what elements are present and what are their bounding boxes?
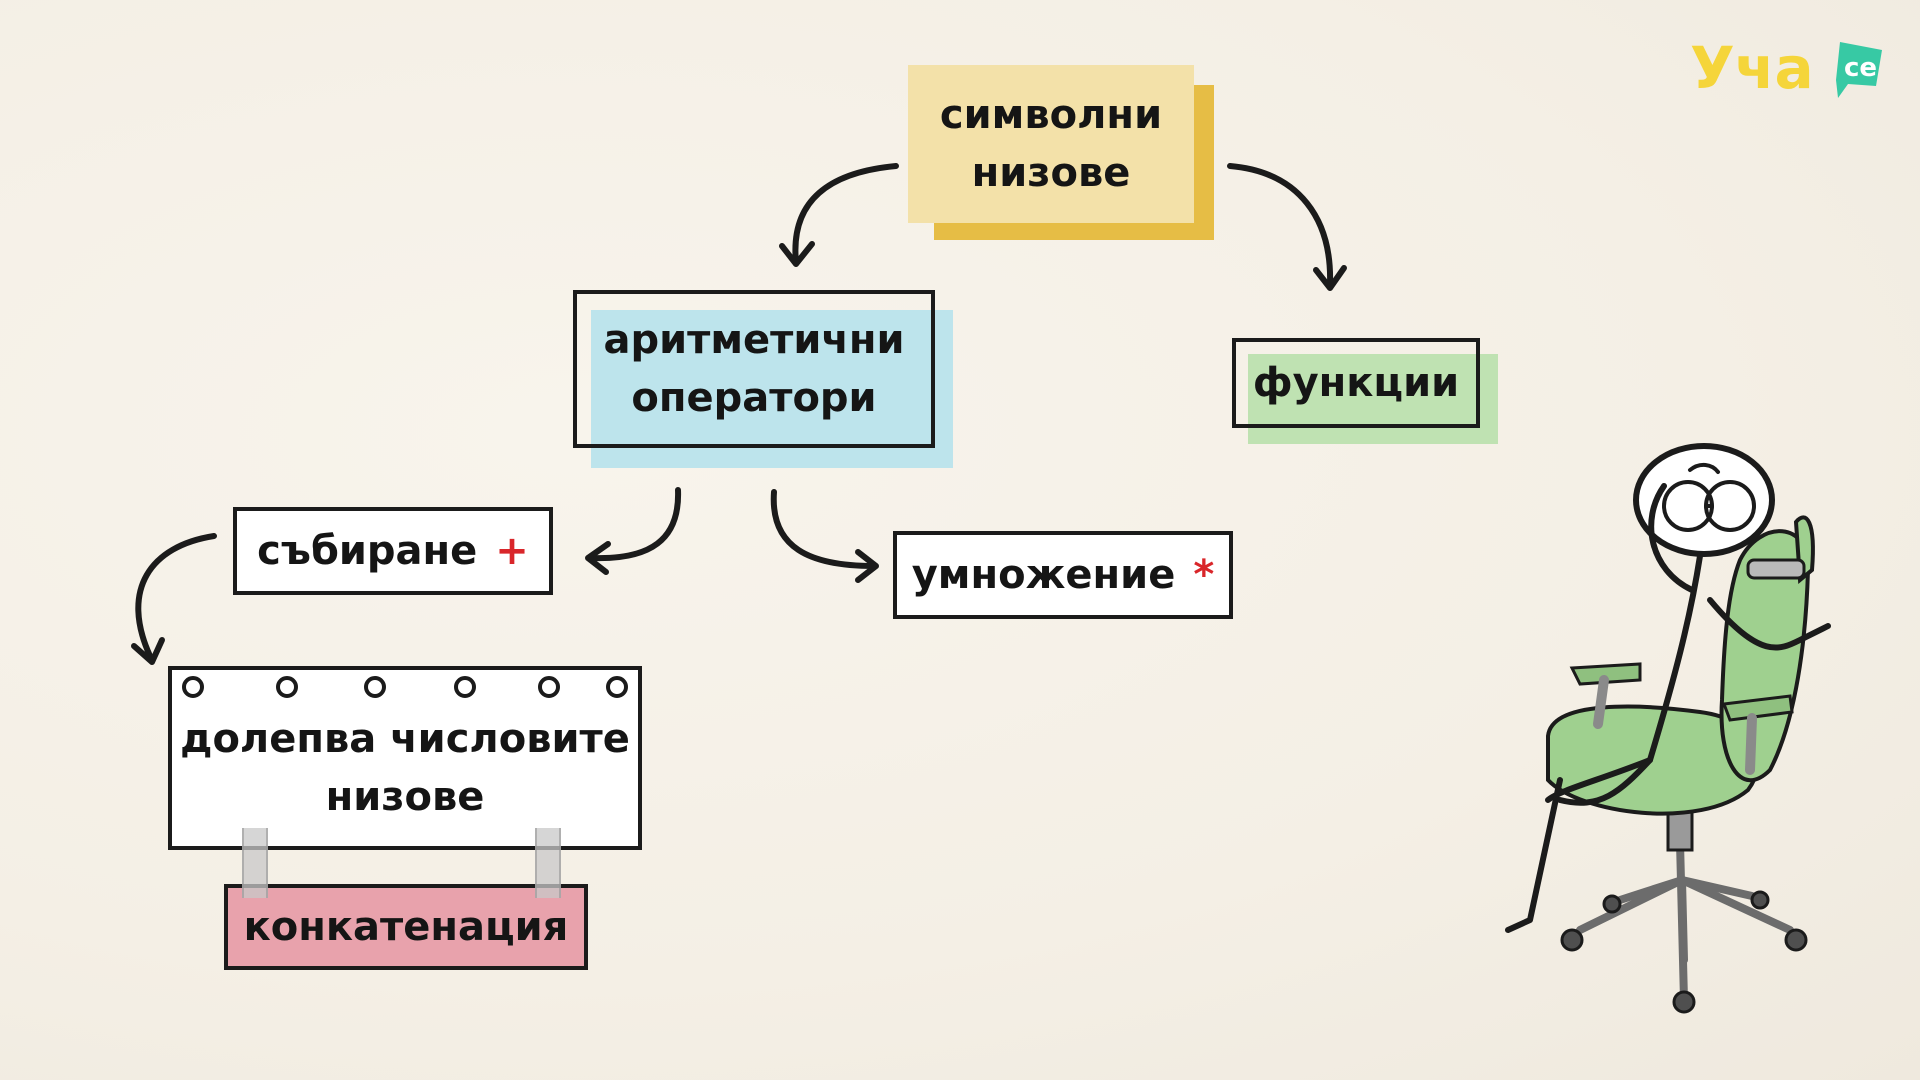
- node-multiplication: умножение *: [893, 531, 1233, 619]
- asterisk-sign: *: [1193, 552, 1215, 598]
- node-string-literals: символни низове: [908, 65, 1214, 240]
- node-arithmetic-line2: оператори: [631, 375, 877, 421]
- arrow-root-to-functions: [1227, 163, 1334, 287]
- node-functions-label: функции: [1252, 360, 1460, 406]
- node-multiplication-face: умножение *: [893, 531, 1233, 619]
- node-root-face: символни низове: [908, 65, 1194, 223]
- note-line1: долепва числовите: [180, 716, 630, 762]
- note-concatenates-numeric-strings: долепва числовите низове: [168, 666, 642, 850]
- tape-strip-right: [535, 828, 561, 898]
- note-face: долепва числовите низове: [168, 666, 642, 850]
- node-addition-face: събиране +: [233, 507, 553, 595]
- arrow-arithmetic-to-addition: [589, 487, 682, 562]
- arrow-addition-to-note: [135, 533, 217, 659]
- node-arithmetic-face: аритметични оператори: [573, 290, 935, 448]
- notepad-ring-icon: [454, 676, 476, 698]
- node-concatenation-face: конкатенация: [224, 884, 588, 970]
- ucha-se-logo[interactable]: Уча се: [1690, 28, 1890, 108]
- node-concatenation-label: конкатенация: [243, 904, 569, 950]
- logo-badge-text: се: [1844, 53, 1877, 83]
- arrowhead-root-to-functions: [1313, 265, 1347, 291]
- arrow-root-to-arithmetic: [792, 163, 899, 265]
- node-functions-face: функции: [1232, 338, 1480, 428]
- arrowhead-arithmetic-to-multiplication: [855, 549, 879, 583]
- logo-badge-shape: [1836, 42, 1882, 98]
- node-functions-shadow: [1248, 354, 1498, 444]
- node-arithmetic-line1: аритметични: [603, 317, 905, 363]
- arrow-arithmetic-to-multiplication: [770, 489, 877, 569]
- logo-graphic: Уча се: [1690, 34, 1882, 102]
- node-arithmetic-operators: аритметични оператори: [573, 290, 953, 468]
- tape-strip-left: [242, 828, 268, 898]
- arrowhead-root-to-arithmetic: [779, 241, 815, 267]
- node-root-line2: низове: [971, 150, 1131, 196]
- notepad-ring-icon: [276, 676, 298, 698]
- notepad-ring-icon: [538, 676, 560, 698]
- office-chair: [1546, 515, 1815, 1014]
- node-functions: функции: [1232, 338, 1498, 444]
- stick-figure: [1505, 443, 1831, 933]
- notepad-ring-icon: [182, 676, 204, 698]
- notepad-ring-icon: [364, 676, 386, 698]
- node-addition: събиране +: [233, 507, 553, 595]
- plus-sign: +: [495, 528, 529, 574]
- notepad-ring-icon: [606, 676, 628, 698]
- node-addition-label: събиране: [257, 528, 478, 574]
- logo-text: Уча: [1690, 34, 1814, 102]
- node-multiplication-label: умножение: [911, 552, 1176, 598]
- node-concatenation: конкатенация: [224, 884, 588, 970]
- note-line2: низове: [325, 774, 485, 820]
- arrowhead-arithmetic-to-addition: [585, 541, 611, 575]
- arrowhead-addition-to-note: [131, 637, 165, 665]
- node-arithmetic-shadow: [591, 310, 953, 468]
- node-root-line1: символни: [939, 92, 1163, 138]
